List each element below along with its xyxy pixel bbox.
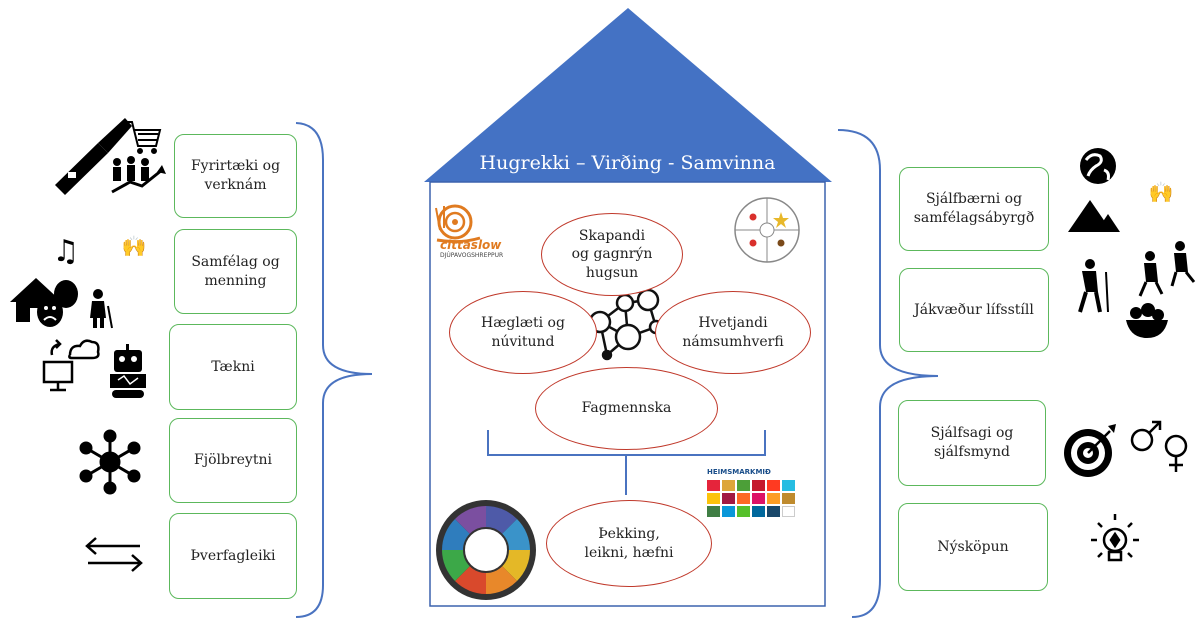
- cittaslow-logo-sub: DJÚPAVOGSHREPPUR: [440, 252, 504, 259]
- crowd-icon-right: 🙌: [1148, 180, 1174, 204]
- saw-icon: [55, 118, 132, 195]
- quadrant-circle-logo: [734, 197, 800, 263]
- hiker-icon: [1078, 259, 1109, 313]
- people-growth-icon: [111, 156, 166, 194]
- fruit-bowl-icon: [1126, 303, 1168, 338]
- ellipse-learning-environment: Hvetjandi námsumhverfi: [655, 291, 811, 374]
- right-brace: [837, 129, 939, 618]
- left-box-business: Fyrirtæki og verknám: [174, 134, 297, 218]
- computer-cloud-icon: [42, 339, 100, 392]
- cittaslow-snail-logo: [435, 204, 481, 244]
- right-box-innovation: Nýsköpun: [898, 503, 1048, 591]
- right-box-sustainability: Sjálfbærni og samfélagsábyrgð: [899, 167, 1049, 251]
- left-box-diversity: Fjölbreytni: [169, 418, 297, 503]
- left-brace: [295, 122, 373, 618]
- left-box-community: Samfélag og menning: [174, 229, 297, 314]
- mountain-icon: [1068, 200, 1120, 232]
- lightbulb-icon: [1091, 514, 1139, 562]
- dancers-icon: [1138, 241, 1196, 297]
- music-note-icon: ♫: [52, 234, 80, 269]
- sdg-tiles: [707, 480, 803, 517]
- gender-symbols-icon: [1130, 420, 1188, 472]
- left-box-technology: Tækni: [169, 324, 297, 410]
- house-roof: [424, 8, 832, 182]
- right-box-self-discipline: Sjálfsagi og sjálfsmynd: [898, 400, 1046, 486]
- center-connector: [487, 430, 766, 495]
- cittaslow-logo-name: cittaslow: [440, 238, 502, 252]
- globe-icon: [1080, 148, 1116, 184]
- ellipse-knowledge-skills: Þekking, leikni, hæfni: [546, 500, 712, 587]
- house-title: Hugrekki – Virðing - Samvinna: [479, 152, 776, 174]
- ellipse-critical-thinking: Skapandi og gagnrýn hugsun: [541, 213, 683, 296]
- ellipse-professionalism: Fagmennska: [535, 367, 718, 450]
- left-right-arrows-icon: [85, 537, 143, 572]
- heimsmarkmid-title: HEIMSMARKMIÐ: [707, 468, 771, 476]
- crowd-icon: 🙌: [121, 234, 147, 258]
- heimsmarkmid-sdg-logo: HEIMSMARKMIÐ: [707, 468, 803, 526]
- hub-network-icon: [79, 429, 141, 495]
- left-box-interdisciplinary: Þverfagleiki: [169, 513, 297, 599]
- theater-masks-icon: [37, 280, 78, 327]
- target-icon: [1064, 424, 1116, 477]
- competence-wheel-logo: [436, 500, 536, 600]
- robot-icon: [110, 344, 146, 398]
- right-box-lifestyle: Jákvæður lífsstíll: [899, 268, 1049, 352]
- elderly-person-icon: [90, 289, 113, 329]
- shopping-cart-icon: [126, 121, 162, 154]
- ellipse-mindfulness: Hæglæti og núvitund: [449, 291, 597, 374]
